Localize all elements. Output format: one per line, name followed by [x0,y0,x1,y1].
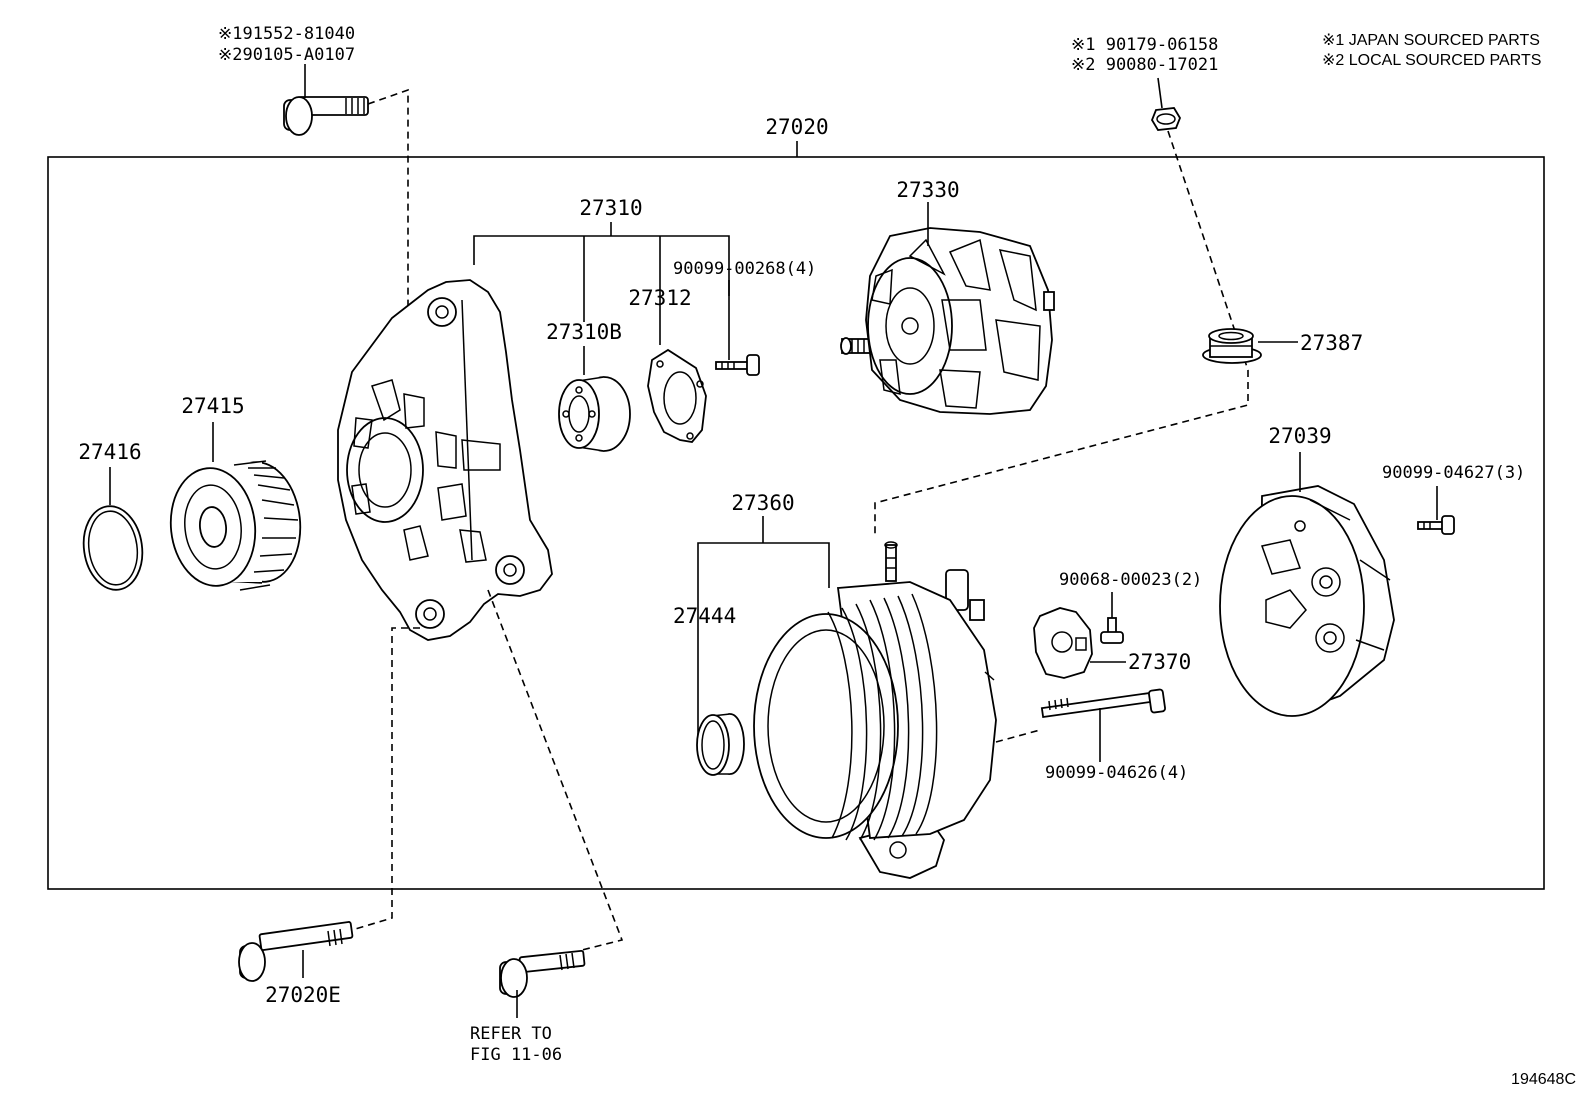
top-left-bolt[interactable] [283,96,369,136]
frame-bolt-path-right [487,589,624,951]
callout-rotor[interactable]: 27330 [896,178,959,202]
top-right-nut-leader [1157,77,1163,109]
through-bolt[interactable] [1040,688,1166,719]
bolt-refer-fig[interactable] [499,949,586,998]
callout-refer-line-1[interactable]: REFER TO [470,1024,552,1044]
frame-bolt-path-left [351,627,420,931]
top-left-bolt-path [367,88,409,330]
brush-holder-27370[interactable] [1033,607,1093,679]
regulator-screw[interactable] [1100,617,1124,644]
figure-id: 194648C [1511,1071,1576,1088]
callout-top-right-nut-1[interactable]: ※1 90179-06158 [1071,35,1218,55]
callout-drive-end-frame-group[interactable]: 27310 [579,196,642,220]
rectifier-end-frame-27360[interactable] [753,541,997,879]
end-cover-27039[interactable] [1219,485,1395,717]
pulley-27415[interactable] [165,458,306,591]
callout-top-right-nut-2[interactable]: ※2 90080-17021 [1071,55,1218,75]
bearing-cover-27444[interactable] [696,713,745,776]
clutch-cover-27416[interactable] [78,502,147,593]
callout-stator-group[interactable]: 27360 [731,491,794,515]
drive-end-frame[interactable] [337,279,553,641]
callout-through-bolt[interactable]: 90099-04626(4) [1045,763,1188,783]
callout-insulator[interactable]: 27387 [1300,331,1363,355]
end-cover-nut[interactable] [1417,515,1455,535]
callout-top-left-bolt-1[interactable]: ※191552-81040 [218,24,355,44]
top-right-nut-path [874,130,1249,535]
callout-end-cover-nut[interactable]: 90099-04627(3) [1382,463,1525,483]
bearing-27310b[interactable] [558,376,631,452]
legend-japan-sourced: ※1 JAPAN SOURCED PARTS [1322,32,1540,49]
frame-group-bracket [473,235,730,296]
retainer-27312[interactable] [647,348,707,443]
insulator-27387[interactable] [1202,328,1262,364]
top-right-nut[interactable] [1150,107,1182,131]
callout-end-cover[interactable]: 27039 [1268,424,1331,448]
retainer-screw[interactable] [715,354,760,376]
assembly-boundary [47,156,1545,890]
bolt-27020e[interactable] [238,921,354,982]
callout-top-left-bolt-2[interactable]: ※290105-A0107 [218,45,355,65]
callout-refer-line-2[interactable]: FIG 11-06 [470,1045,562,1065]
callout-regulator-screw[interactable]: 90068-00023(2) [1059,570,1202,590]
legend-local-sourced: ※2 LOCAL SOURCED PARTS [1322,52,1541,69]
callout-clutch-cover[interactable]: 27416 [78,440,141,464]
callout-pulley[interactable]: 27415 [181,394,244,418]
callout-bearing-cover[interactable]: 27444 [673,604,736,628]
callout-bolt-27020e[interactable]: 27020E [265,983,341,1007]
callout-assembly[interactable]: 27020 [765,115,828,139]
callout-brush-holder[interactable]: 27370 [1128,650,1191,674]
through-bolt-path [995,729,1041,743]
rotor-27330[interactable] [840,227,1055,415]
callout-retainer-screw[interactable]: 90099-00268(4) [673,259,816,279]
callout-retainer[interactable]: 27312 [628,286,691,310]
callout-bearing[interactable]: 27310B [546,320,622,344]
